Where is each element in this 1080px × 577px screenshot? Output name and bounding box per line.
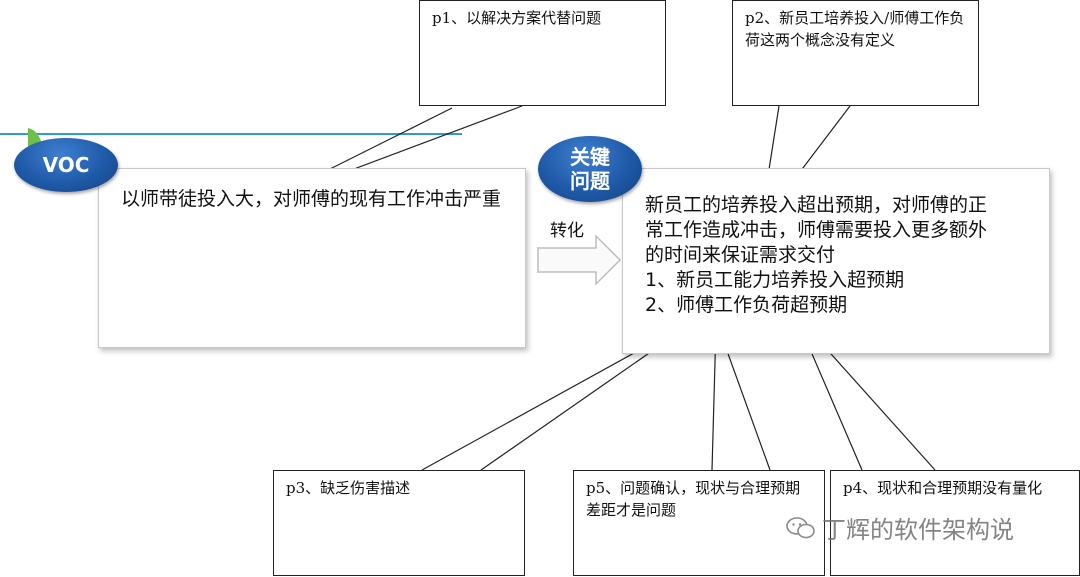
voc-badge-label: VOC xyxy=(42,153,90,177)
callout-p1: p1、以解决方案代替问题 xyxy=(419,0,666,106)
callout-p2: p2、新员工培养投入/师傅工作负荷这两个概念没有定义 xyxy=(732,0,979,106)
watermark: 丁辉的软件架构说 xyxy=(786,510,1014,545)
voc-badge: VOC xyxy=(14,138,118,192)
callout-p1-text: p1、以解决方案代替问题 xyxy=(432,9,602,27)
callout-p3-text: p3、缺乏伤害描述 xyxy=(286,479,411,497)
wechat-icon xyxy=(786,516,815,538)
problem-panel: 新员工的培养投入超出预期，对师傅的正 常工作造成冲击，师傅需要投入更多额外 的时… xyxy=(622,168,1050,354)
voc-text: 以师带徒投入大，对师傅的现有工作冲击严重 xyxy=(121,188,502,210)
watermark-text: 丁辉的软件架构说 xyxy=(822,516,1014,544)
problem-line: 常工作造成冲击，师傅需要投入更多额外 xyxy=(645,219,988,241)
transform-arrow xyxy=(537,234,622,286)
problem-text: 新员工的培养投入超出预期，对师傅的正 常工作造成冲击，师傅需要投入更多额外 的时… xyxy=(645,193,1045,318)
problem-line: 1、新员工能力培养投入超预期 xyxy=(645,269,905,291)
voc-panel: 以师带徒投入大，对师傅的现有工作冲击严重 xyxy=(98,168,526,348)
transform-label: 转化 xyxy=(550,221,584,241)
problem-line: 的时间来保证需求交付 xyxy=(645,244,836,266)
callout-p3: p3、缺乏伤害描述 xyxy=(273,470,525,576)
callout-p4: p4、现状和合理预期没有量化 xyxy=(830,470,1080,576)
key-problem-badge-line: 关键 xyxy=(570,145,610,169)
callout-p2-text: p2、新员工培养投入/师傅工作负荷这两个概念没有定义 xyxy=(745,9,965,49)
problem-line: 2、师傅工作负荷超预期 xyxy=(645,294,848,316)
problem-line: 新员工的培养投入超出预期，对师傅的正 xyxy=(645,194,988,216)
callout-p5-text: p5、问题确认，现状与合理预期差距才是问题 xyxy=(586,479,801,519)
callout-p4-text: p4、现状和合理预期没有量化 xyxy=(843,479,1043,497)
key-problem-badge-line: 问题 xyxy=(570,169,610,193)
key-problem-badge: 关键 问题 xyxy=(538,136,642,202)
callout-p5: p5、问题确认，现状与合理预期差距才是问题 xyxy=(573,470,825,576)
